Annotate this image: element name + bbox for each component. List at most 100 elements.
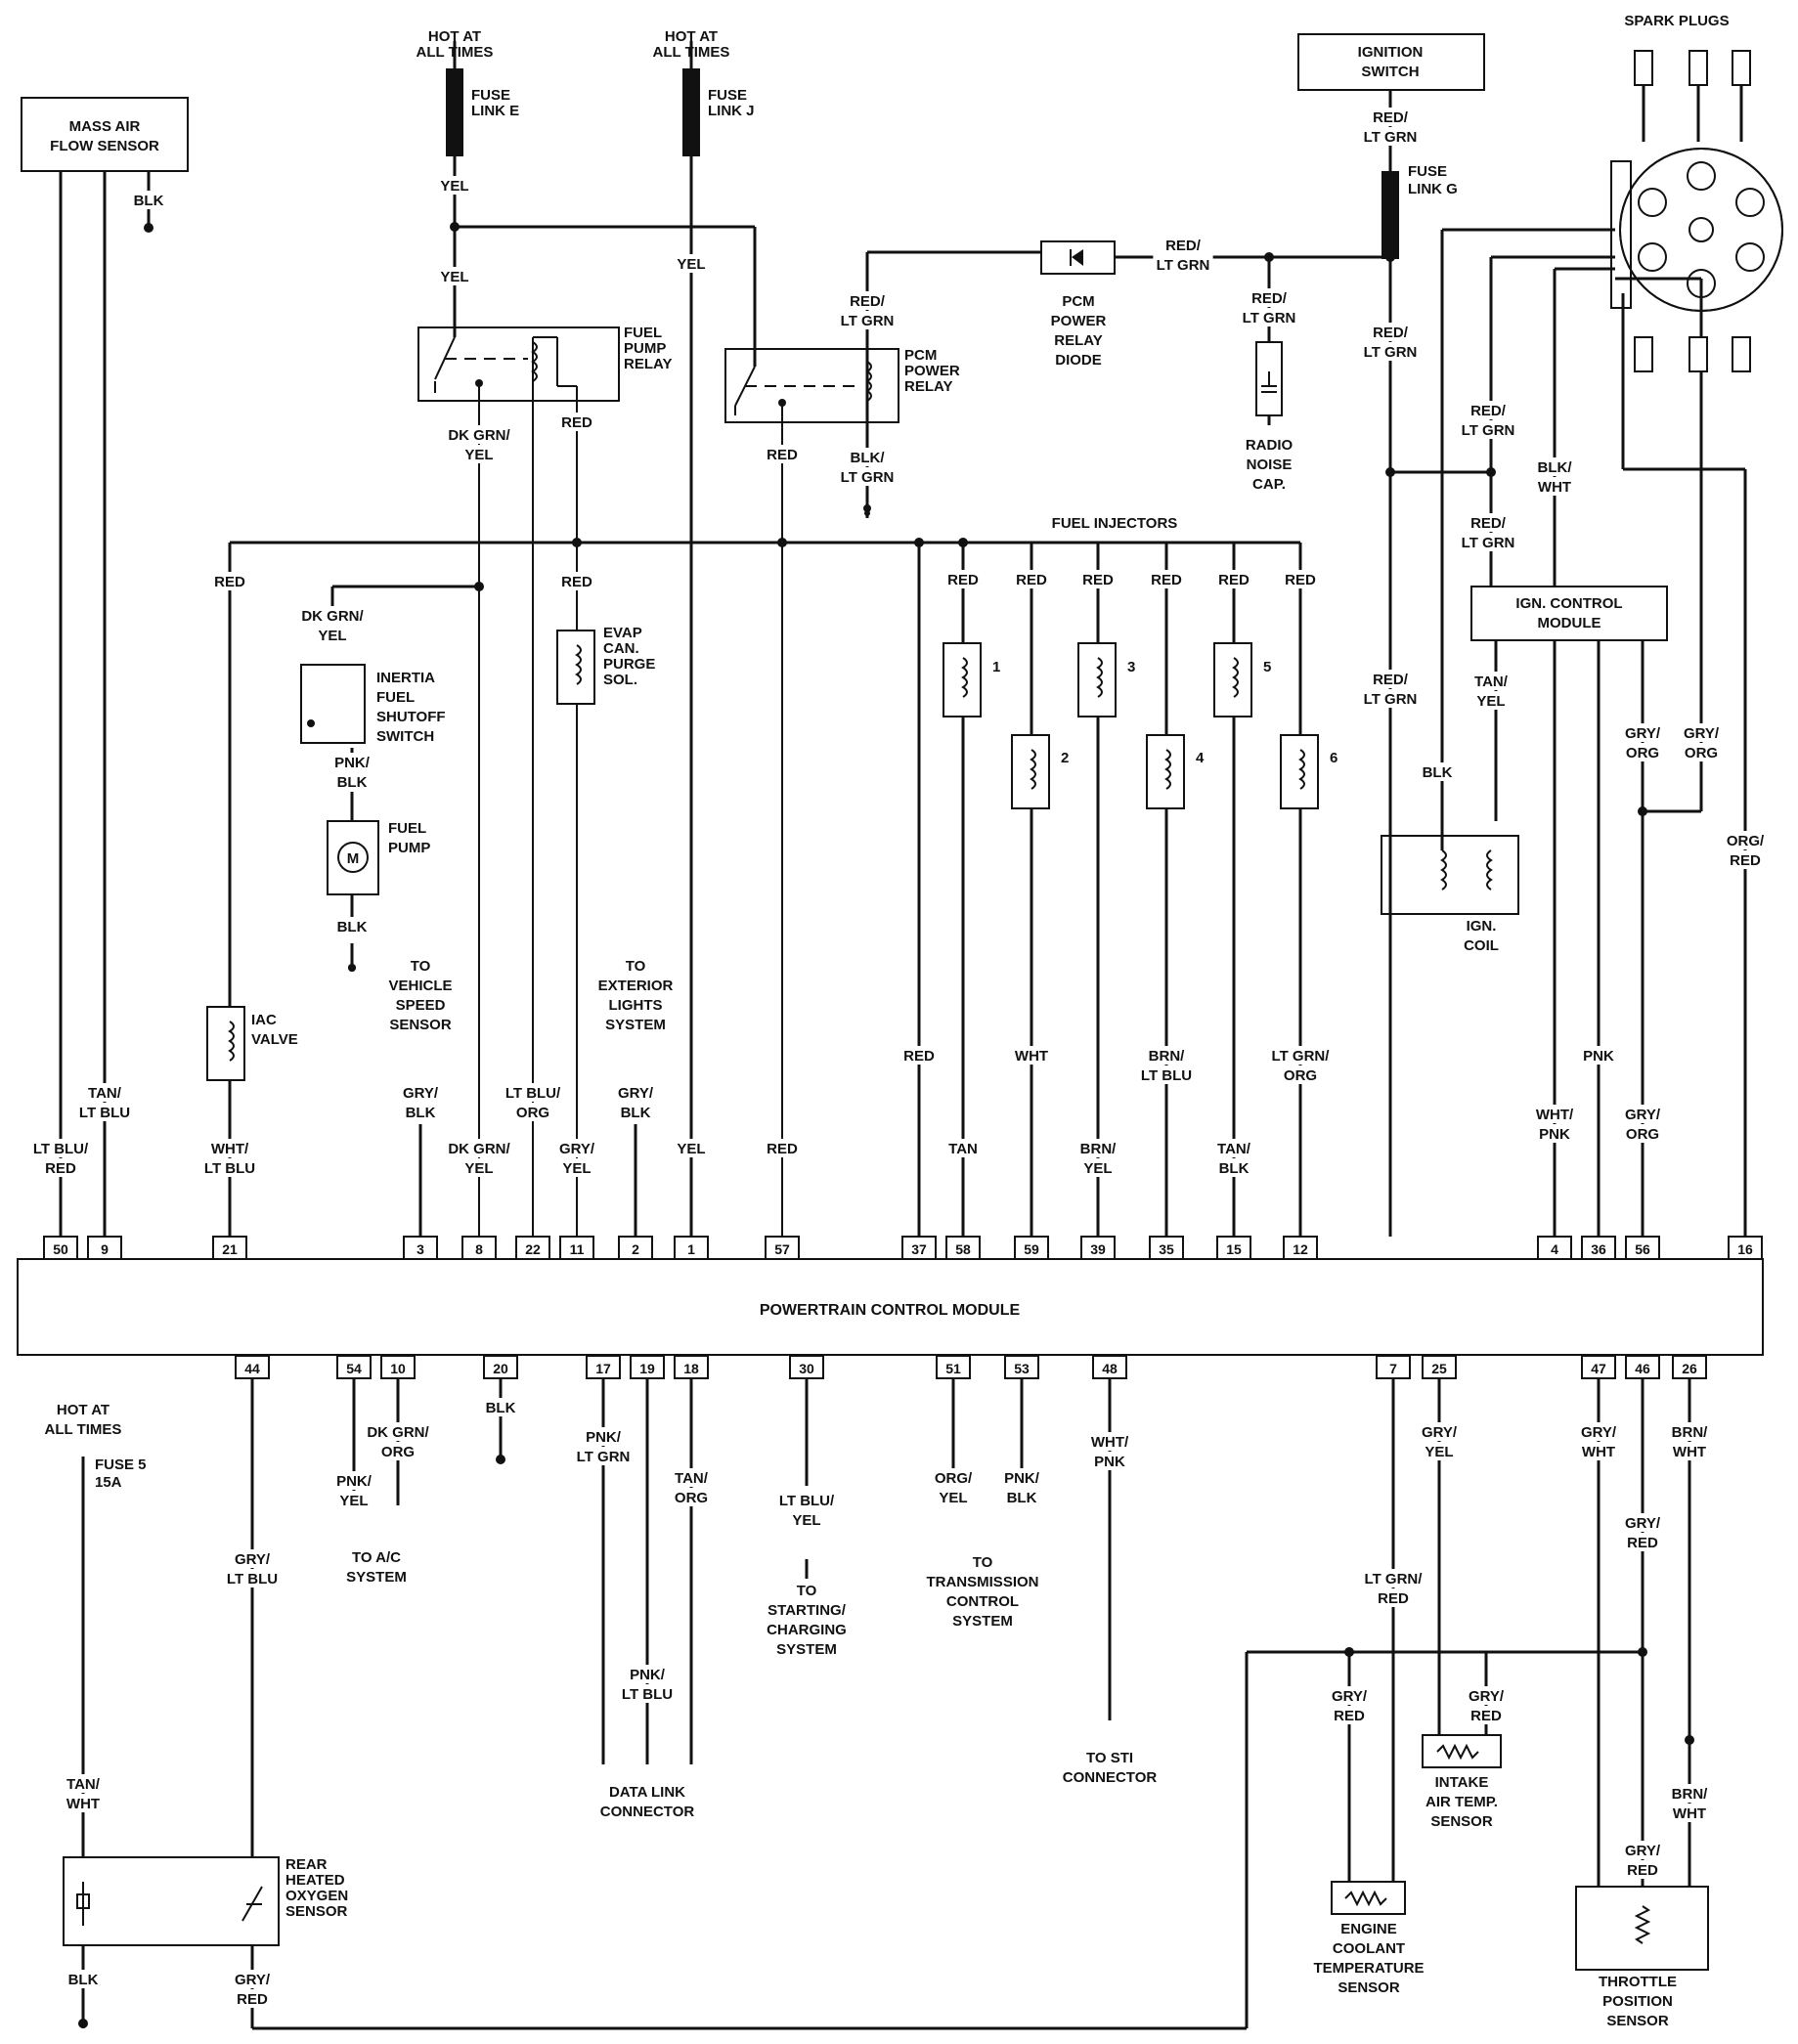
wire-color-label: BLK [134,193,164,209]
wire-color-label: YEL [440,178,468,195]
evap-3: PURGE [603,656,655,673]
wire-label-bg [582,1427,625,1446]
iat-sensor-box [1422,1734,1502,1768]
dlc-2: CONNECTOR [600,1804,695,1820]
wire-label-bg [837,467,898,486]
diode-symbol [1072,249,1083,266]
fuse-link-e [446,68,463,156]
spark-plugs-label: SPARK PLUGS [1624,13,1729,29]
wire-label-bg [132,191,165,209]
tps-1: THROTTLE [1599,1974,1677,1990]
wire-label-bg [1333,1706,1366,1724]
wire-label-bg [1358,1569,1428,1587]
pump-2: PUMP [388,840,430,856]
wire-color-label: BLK [337,774,368,791]
ignition-switch-label-1: IGNITION [1358,44,1424,61]
icm-label-1: IGN. CONTROL [1515,595,1622,612]
wire-label-bg [675,254,708,273]
wire-label-bg [617,1684,678,1703]
wire-color-label: YEL [562,1160,591,1177]
fuel-pump-motor-symbol: M [347,850,360,867]
tps-sensor-box [1575,1886,1709,1971]
wire-color-label: WHT [1673,1444,1706,1460]
iac-1: IAC [251,1012,277,1028]
wire-color-label: WHT/ [1091,1434,1129,1451]
pin-46: 46 [1635,1361,1650,1376]
wire-label-bg [846,448,889,466]
wire-color-label: PNK/ [1004,1470,1040,1487]
wire-label-bg [1582,1046,1615,1065]
wire-label-bg [1668,1422,1711,1441]
wire-color-label: LT BLU [1141,1067,1192,1084]
cap-2: NOISE [1247,457,1293,473]
ect-1: ENGINE [1340,1921,1397,1937]
wire-label-bg [932,1468,975,1487]
diode-4: DIODE [1055,352,1102,369]
pin-44: 44 [244,1361,260,1376]
pin-37: 37 [911,1241,927,1257]
o2-1: REAR [285,1856,328,1873]
wire-color-label: BLK/ [851,450,886,466]
wire-label-bg [766,445,799,463]
wire-label-bg [1626,1124,1659,1143]
wire-label-bg [438,176,471,195]
wire-label-bg [1005,1488,1038,1506]
wire-color-label: RED/ [850,293,886,310]
ground-symbols [145,224,870,972]
start-1: TO [797,1583,817,1599]
wire-color-label: GRY/ [1581,1424,1617,1441]
wire-color-label: YEL [792,1512,820,1529]
wire-label-bg [902,1046,936,1065]
wire-label-bg [1217,570,1250,588]
injector-5-number: 5 [1263,659,1271,675]
wire-color-label: BLK [1007,1490,1037,1506]
wire-label-bg [937,1488,970,1506]
pin-57: 57 [774,1241,790,1257]
pin-48: 48 [1102,1361,1118,1376]
wire-label-bg [1360,342,1421,361]
wire-label-bg [1582,1442,1615,1460]
ext-2: EXTERIOR [598,978,674,994]
wire-color-label: PNK/ [630,1667,666,1683]
wire-label-bg [444,1139,514,1157]
wire-label-bg [766,1139,799,1157]
wire-label-bg [619,1103,652,1121]
fuse5-2: 15A [95,1474,122,1491]
maf-box [21,97,189,172]
wire-color-label: RED [1627,1535,1658,1551]
wire-color-label: TAN/ [1217,1141,1251,1157]
pin-22: 22 [525,1241,541,1257]
pcm-power-relay-coil [865,361,872,402]
wire-label-bg [1000,1468,1043,1487]
pin-58: 58 [955,1241,971,1257]
wire-color-label: LT GRN [841,469,895,486]
coil-1: IGN. [1467,918,1497,935]
wire-label-bg [1153,255,1213,274]
wire-color-label: YEL [1476,693,1505,710]
wire-color-label: LT GRN [1243,310,1296,326]
evap-solenoid-box [556,630,595,705]
icm-box [1470,586,1668,641]
wire-color-label: TAN/ [66,1776,101,1793]
wire-color-label: GRY/ [1625,725,1661,742]
wire-color-label: DK GRN/ [301,608,364,625]
wire-label-bg [1248,288,1291,307]
wire-color-label: BLK [337,919,368,935]
injector-1-number: 1 [992,659,1000,675]
wire-color-label: TAN/ [1474,674,1509,690]
wire-label-bg [1377,1588,1410,1607]
wire-label-bg [1369,323,1412,341]
wire-color-label: GRY/ [1469,1688,1505,1705]
sti-1: TO STI [1086,1750,1133,1766]
wire-label-bg [1465,1686,1508,1705]
wire-color-label: LT GRN/ [1365,1571,1424,1587]
wire-color-label: RED/ [1373,109,1409,126]
wire-color-label: ORG/ [1727,833,1765,849]
wire-color-label: RED [237,1991,268,2008]
wire-color-label: YEL [939,1490,967,1506]
wire-color-label: LT BLU/ [505,1085,561,1102]
wire-label-bg [83,1083,126,1102]
wire-color-label: YEL [464,447,493,463]
wire-color-label: RED [45,1160,76,1177]
evap-1: EVAP [603,625,642,641]
